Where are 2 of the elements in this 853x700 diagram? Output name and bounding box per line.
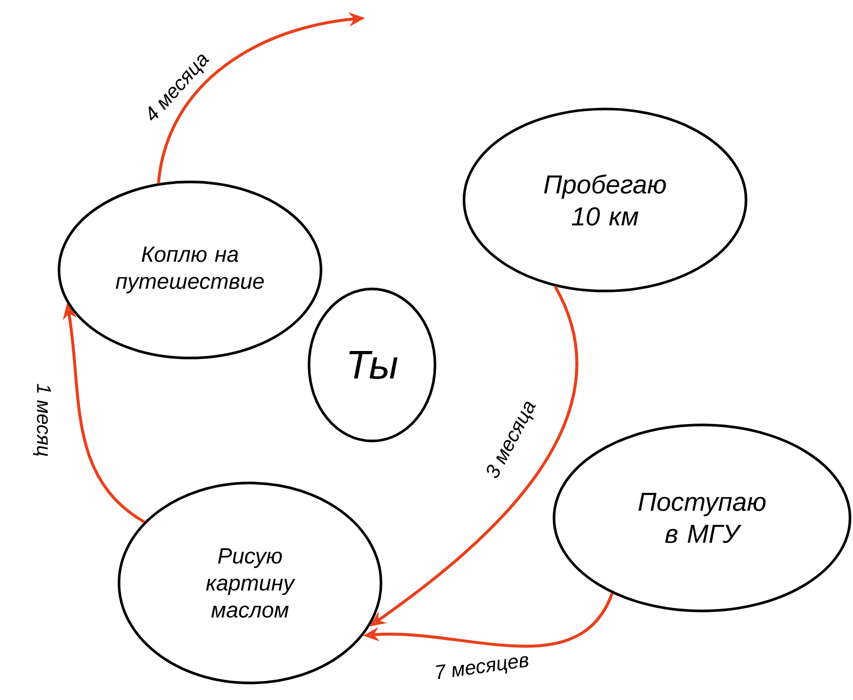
edge-label: 7 месяцев bbox=[436, 656, 528, 680]
edge-label: 1 месяц bbox=[33, 384, 51, 456]
